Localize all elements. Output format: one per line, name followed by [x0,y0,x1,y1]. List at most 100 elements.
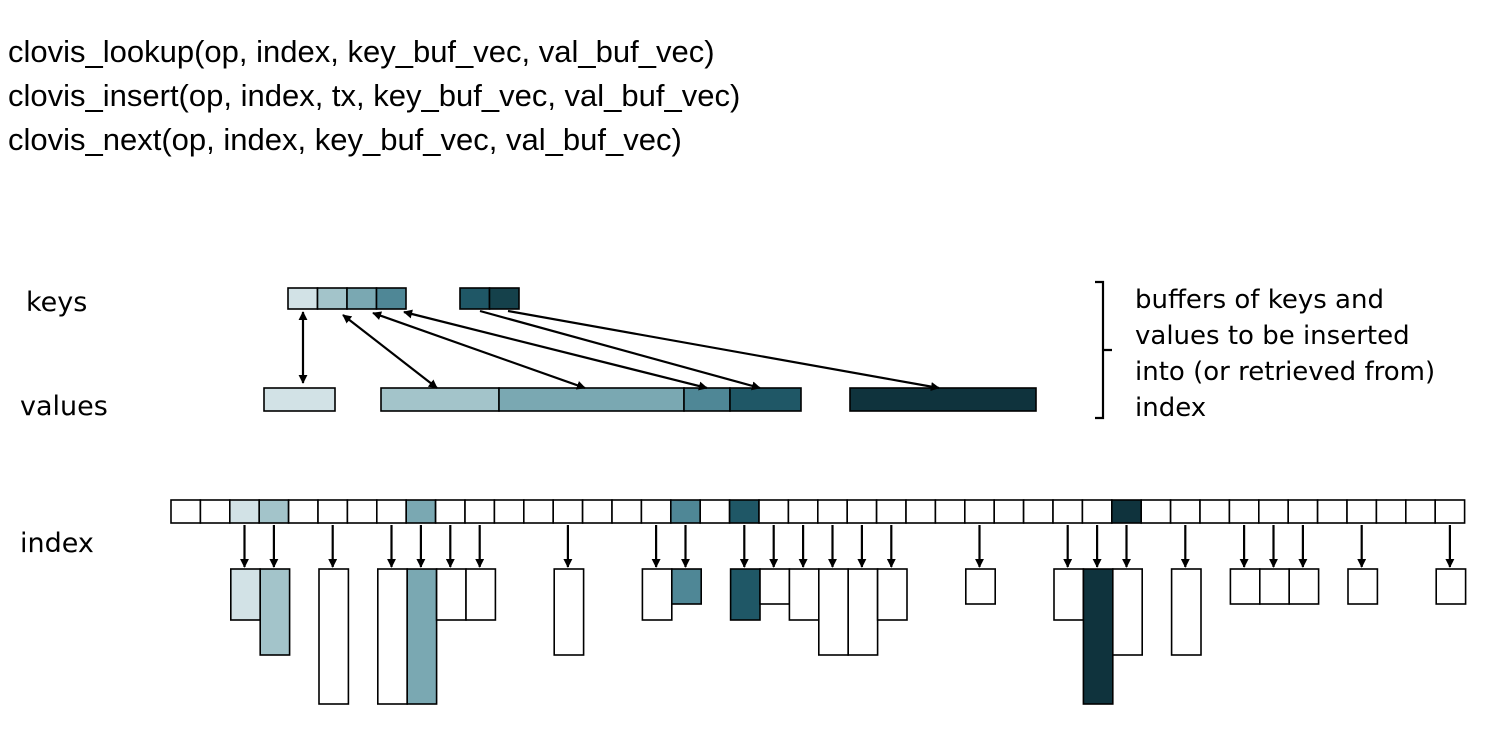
key-value-arrow [479,309,761,391]
index-slot [170,499,202,524]
index-slot [375,499,407,524]
index-slot [1434,499,1466,524]
value-cell [729,387,802,412]
index-value-cell [1112,568,1144,656]
index-slot [905,499,937,524]
key-value-arrow [507,309,940,392]
index-slot [1405,499,1437,524]
index-slot [522,499,554,524]
index-slot [434,499,466,524]
key-cell [459,287,491,310]
index-slot [1346,499,1378,524]
note-line-2: values to be inserted [1135,321,1410,351]
index-value-cell [1435,568,1467,605]
index-value-cell [1347,568,1379,605]
value-cell [380,387,500,412]
index-slot [787,499,819,524]
key-value-arrow [403,309,708,391]
index-slot [758,499,790,524]
index-value-cell [788,568,820,621]
index-strip [170,499,1466,524]
key-value-arrow [342,314,438,389]
note-line-4: index [1135,393,1206,423]
index-value-cell [729,568,761,621]
index-slot [1375,499,1407,524]
api-signature-list: clovis_lookup(op, index, key_buf_vec, va… [8,30,740,162]
note-line-3: into (or retrieved from) [1135,357,1435,387]
key-buffers [287,287,520,310]
key-cell [375,287,407,310]
index-slot [1199,499,1231,524]
index-slot [640,499,672,524]
api-call-insert: clovis_insert(op, index, tx, key_buf_vec… [8,78,741,113]
index-value-cell [1288,568,1320,605]
index-value-cell [406,568,438,705]
index-value-cell [376,568,408,705]
index-slot [1169,499,1201,524]
index-slot [552,499,584,524]
api-call-lookup: clovis_lookup(op, index, key_buf_vec, va… [8,34,715,69]
index-value-cell [759,568,791,605]
index-value-cell [553,568,585,656]
note-line-1: buffers of keys and [1135,285,1384,315]
index-label: index [20,528,94,559]
index-slot [611,499,643,524]
index-slot [669,499,701,524]
value-cell [263,387,336,412]
key-cell [287,287,319,310]
index-slot [1316,499,1348,524]
index-value-cell [1053,568,1085,621]
keys-label: keys [26,287,87,318]
index-slot [258,499,290,524]
index-value-cell [230,568,262,621]
index-slot [1111,499,1143,524]
index-slot [1287,499,1319,524]
index-value-cell [1229,568,1261,605]
index-slot [287,499,319,524]
index-slot [317,499,349,524]
index-value-cell [847,568,879,656]
index-slot [846,499,878,524]
key-value-links [298,309,940,392]
index-slot [464,499,496,524]
index-slot [1081,499,1113,524]
value-cell [498,387,685,412]
index-value-cell [817,568,849,656]
index-value-columns [230,568,1467,705]
index-slot [1140,499,1172,524]
index-value-cell [1170,568,1202,656]
index-slot [1022,499,1054,524]
index-slot [728,499,760,524]
index-value-cell [964,568,996,605]
key-cell [316,287,348,310]
index-slot [229,499,261,524]
note-bracket [1095,280,1112,420]
index-value-cell [1259,568,1291,605]
value-cell [849,387,1037,412]
index-slot [493,499,525,524]
values-label: values [20,391,108,422]
key-cell [346,287,378,310]
index-arrows [240,525,1455,568]
index-slot [699,499,731,524]
index-slot [581,499,613,524]
index-value-cell [876,568,908,621]
index-value-cell [670,568,702,605]
index-slot [963,499,995,524]
index-value-cell [259,568,291,656]
index-slot [1052,499,1084,524]
index-slot [405,499,437,524]
index-slot [875,499,907,524]
value-buffers [263,387,1037,412]
index-slot [199,499,231,524]
index-value-cell [641,568,673,621]
index-slot [1258,499,1290,524]
index-slot [1228,499,1260,524]
api-call-next: clovis_next(op, index, key_buf_vec, val_… [8,122,682,157]
index-slot [346,499,378,524]
index-value-cell [435,568,467,621]
index-slot [934,499,966,524]
index-value-cell [318,568,350,705]
index-slot [816,499,848,524]
